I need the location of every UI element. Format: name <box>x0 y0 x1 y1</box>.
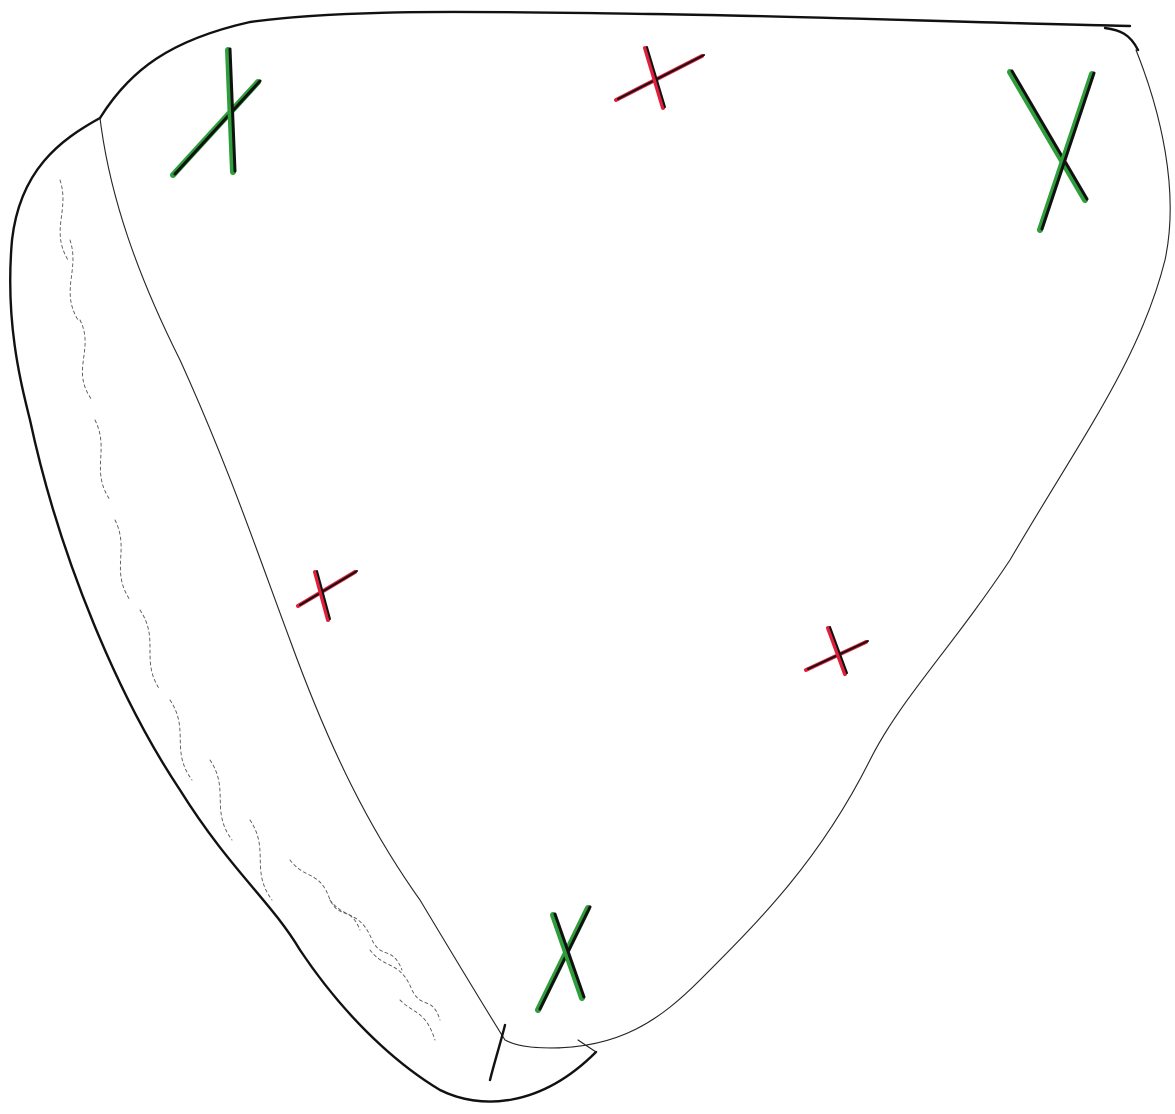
slab-right-edge <box>550 50 1170 1048</box>
slab-outer-edge <box>10 118 596 1102</box>
green-x-mark-6 <box>538 907 590 1010</box>
slab-bottom-lip <box>490 1025 505 1080</box>
red-cross-mark-2 <box>616 47 704 108</box>
green-x-mark-3 <box>1010 71 1094 230</box>
marks-layer <box>173 47 1094 1010</box>
red-cross-mark-5 <box>806 627 868 674</box>
mark-stroke-ink <box>175 81 260 174</box>
green-x-mark-1 <box>173 49 260 175</box>
mark-stroke-ink <box>300 571 357 605</box>
red-cross-mark-4 <box>298 571 357 620</box>
slab-top-edge <box>100 12 1130 118</box>
mark-stroke-ink <box>1012 71 1087 199</box>
side-face-hatching <box>60 180 440 1040</box>
slab-inner-edge <box>100 118 560 1048</box>
mark-stroke-ink <box>1042 73 1094 229</box>
slab-top-right-corner <box>1105 28 1138 50</box>
mark-stroke-color <box>1040 74 1092 230</box>
